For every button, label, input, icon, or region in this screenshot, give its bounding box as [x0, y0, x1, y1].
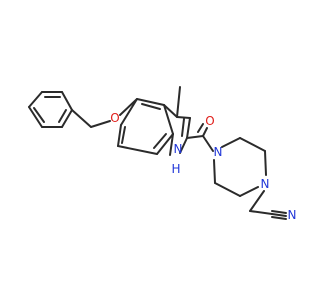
bond	[221, 137, 241, 148]
bond	[197, 123, 204, 133]
bond	[186, 117, 191, 139]
bond	[61, 109, 73, 128]
bond	[121, 126, 126, 144]
indole-nitrogen-label: N	[174, 142, 183, 156]
ether-oxygen-label: O	[110, 111, 119, 125]
bonds	[28, 86, 287, 220]
bond	[136, 98, 165, 106]
bond	[249, 210, 273, 215]
bond	[239, 137, 266, 152]
piperazine-nitrogen-4-label: N	[261, 177, 270, 191]
carbonyl-oxygen-label: O	[205, 114, 214, 128]
bond	[176, 116, 191, 119]
bond	[28, 106, 43, 128]
bond	[141, 103, 161, 110]
bond	[214, 182, 241, 197]
bond	[181, 118, 185, 137]
bond	[264, 150, 267, 176]
piperazine-nitrogen-1-label: N	[214, 145, 223, 159]
nitrile-nitrogen-label: N	[288, 208, 297, 222]
bond	[271, 216, 287, 220]
bond	[176, 86, 181, 118]
bond	[71, 109, 92, 128]
bond	[163, 104, 174, 135]
indole-hydrogen-label: H	[171, 162, 180, 176]
bond	[271, 213, 287, 217]
bond	[28, 91, 43, 108]
bond	[179, 137, 188, 154]
bond	[249, 190, 265, 212]
bond	[58, 109, 67, 123]
bond	[186, 135, 204, 139]
bond	[117, 124, 122, 147]
bond	[271, 210, 287, 214]
atom-labels: O O N H N N N	[110, 111, 296, 222]
bond	[153, 133, 167, 149]
bond	[202, 135, 214, 152]
bond	[163, 104, 178, 118]
bond	[61, 91, 73, 111]
bond	[90, 120, 111, 128]
molecule-structure: O O N H N N N	[28, 86, 296, 222]
bond	[119, 98, 138, 116]
bond	[33, 107, 45, 123]
bond	[213, 159, 216, 184]
bond	[169, 133, 174, 156]
bond	[117, 145, 158, 155]
bond	[120, 98, 138, 126]
bond	[202, 127, 208, 137]
bond	[156, 133, 174, 155]
bond	[239, 186, 259, 197]
